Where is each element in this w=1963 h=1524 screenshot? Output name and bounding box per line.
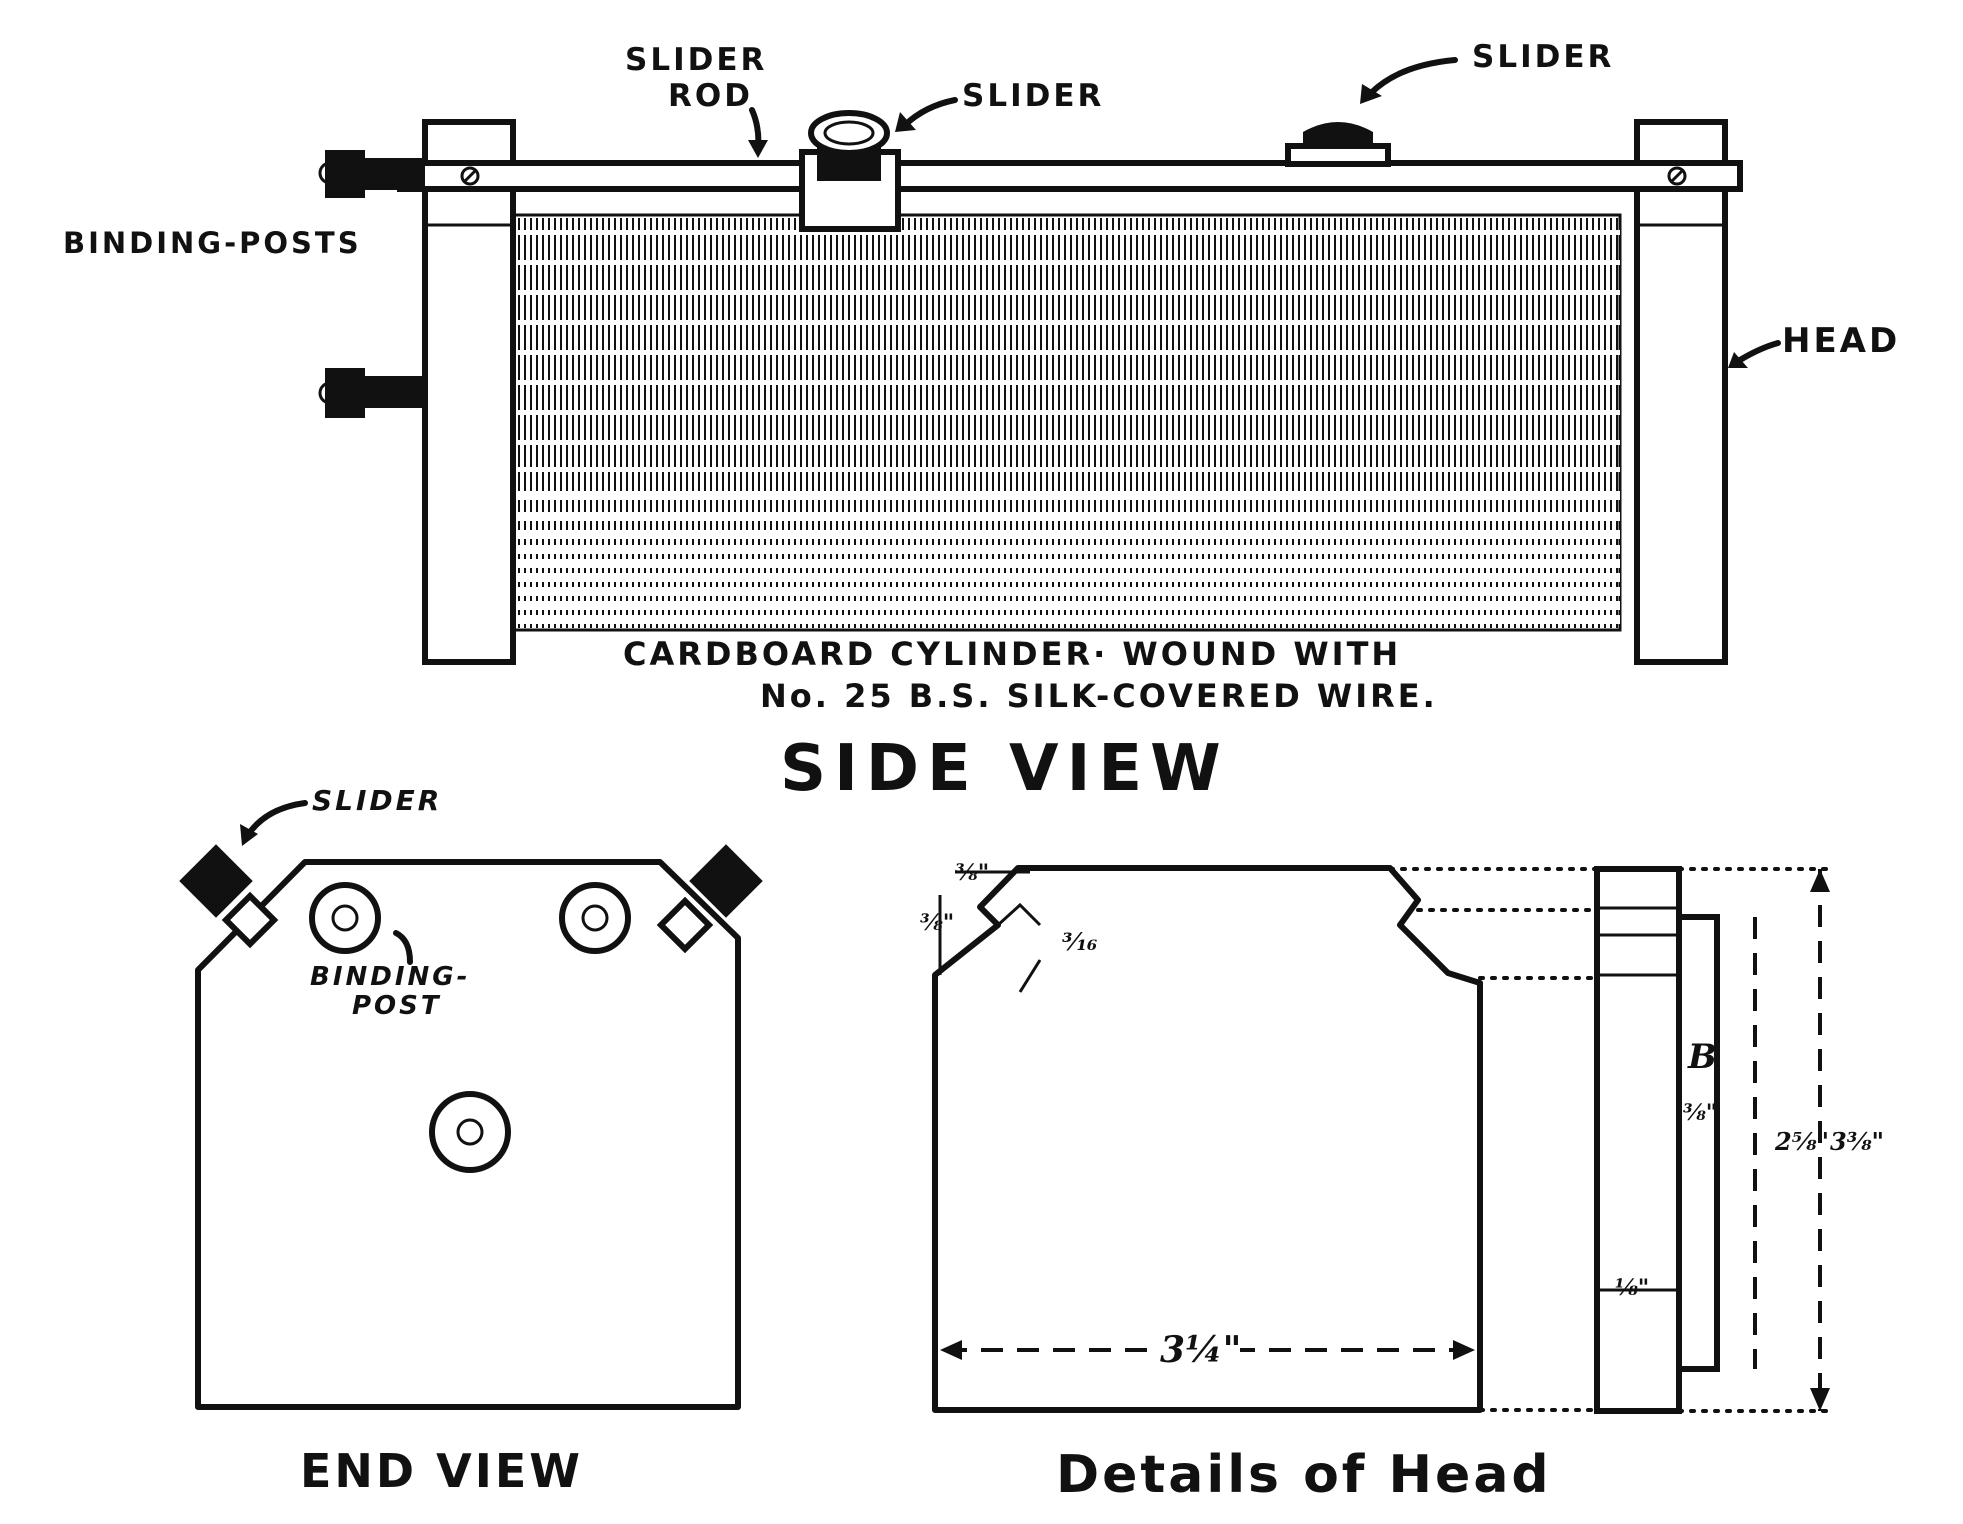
slider-middle-arrow xyxy=(902,97,958,128)
rod-screw-right-slot xyxy=(1669,168,1685,184)
wire-coil xyxy=(508,213,1622,632)
slider-middle-arrowhead xyxy=(895,112,916,132)
right-slider-base xyxy=(1285,143,1391,167)
caption-line-1: CARDBOARD CYLINDER· WOUND WITH xyxy=(623,635,1401,673)
label-binding-posts: BINDING-POSTS xyxy=(63,226,362,260)
notch-left xyxy=(996,902,1042,927)
end-view-title: END VIEW xyxy=(300,1444,583,1498)
head-arrow xyxy=(1737,340,1781,363)
right-head xyxy=(1634,119,1728,665)
head-outline xyxy=(932,865,1483,1413)
coil-highlight xyxy=(513,545,1620,554)
dim-rabbet: ⅜" xyxy=(1683,1100,1717,1126)
end-binding-post-right-outer xyxy=(559,882,631,954)
coil-highlight xyxy=(513,320,1620,325)
coil-highlight xyxy=(513,601,1620,610)
width-dim-arrow-left xyxy=(940,1340,962,1360)
head-details-title: Details of Head xyxy=(1056,1445,1552,1505)
width-dim-gap xyxy=(1150,1325,1240,1373)
coil-highlight xyxy=(513,587,1620,596)
coil-highlight xyxy=(513,467,1620,472)
end-slider-arrowhead xyxy=(240,824,258,846)
label-slider-right: SLIDER xyxy=(1472,39,1614,75)
end-view: SLIDER BINDING- POST END VIEW xyxy=(179,784,763,1498)
end-slider-right xyxy=(656,844,763,954)
middle-slider-knob-top xyxy=(808,110,890,156)
middle-slider-knob-inner xyxy=(823,120,875,146)
coil-highlight xyxy=(513,350,1620,355)
total-height-arrow-top xyxy=(1810,869,1830,892)
side-view: SLIDER ROD SLIDER SLIDER BINDING-POSTS H… xyxy=(63,39,1900,806)
left-head xyxy=(422,119,516,665)
end-slider-left xyxy=(179,844,279,949)
head-arrowhead xyxy=(1728,352,1748,368)
dim-notch-width: ³⁄₁₆ xyxy=(1062,927,1098,956)
dim-notch-spacing: ⅜" xyxy=(920,910,954,936)
coil-highlight xyxy=(513,380,1620,385)
notch-width-arrow xyxy=(1018,959,1042,993)
end-label-binding-post-1: BINDING- xyxy=(310,962,470,992)
end-center-hole-inner xyxy=(456,1118,484,1146)
dim-thickness: ⅛" xyxy=(1615,1275,1649,1301)
binding-post-upper xyxy=(318,150,425,198)
middle-slider xyxy=(799,110,901,232)
coil-highlight xyxy=(513,530,1620,539)
end-binding-post-arrow xyxy=(393,930,413,965)
head-details: 3¼" ⅜" ⅜" ³⁄₁₆ B ⅜" ⅛" 2⅝" 3⅜" Details o… xyxy=(920,860,1884,1505)
coil-windings xyxy=(512,218,1620,628)
coil-highlight xyxy=(513,410,1620,415)
right-slider xyxy=(1285,122,1391,167)
label-head: HEAD xyxy=(1782,321,1900,361)
slider-right-arrow xyxy=(1369,57,1458,95)
label-slider-rod-2: ROD xyxy=(668,78,753,114)
slider-rod-arrowhead xyxy=(748,140,768,158)
end-label-binding-post-2: POST xyxy=(352,991,442,1021)
coil-highlight xyxy=(513,230,1620,235)
coil-highlight xyxy=(513,260,1620,265)
rod-screw-left xyxy=(460,166,480,186)
end-slider-arrow xyxy=(247,800,308,835)
head-side-rabbet xyxy=(1676,914,1720,1372)
total-height-arrow-bottom xyxy=(1810,1388,1830,1411)
coil-highlight xyxy=(513,559,1620,568)
label-slider-rod-1: SLIDER xyxy=(625,42,767,78)
dim-total-height: 3⅜" xyxy=(1830,1127,1884,1156)
slider-rod xyxy=(397,160,1743,192)
end-label-slider: SLIDER xyxy=(312,784,442,817)
rod-screw-right xyxy=(1667,166,1687,186)
rod-screw-left-slot xyxy=(462,168,478,184)
dim-width: 3¼" xyxy=(1160,1329,1241,1371)
end-binding-post-left-inner xyxy=(331,904,359,932)
end-binding-post-left-outer xyxy=(309,882,381,954)
part-label-b: B xyxy=(1687,1037,1717,1077)
caption-line-2: No. 25 B.S. SILK-COVERED WIRE. xyxy=(760,677,1438,715)
right-slider-knob xyxy=(1303,122,1373,146)
end-binding-post-right-inner xyxy=(581,904,609,932)
coil-highlight xyxy=(513,440,1620,445)
end-center-hole-outer xyxy=(429,1091,511,1173)
head-side-profile xyxy=(1594,866,1682,1414)
coil-highlight xyxy=(513,615,1620,624)
end-view-outline xyxy=(195,859,741,1410)
label-slider-middle: SLIDER xyxy=(962,78,1104,114)
slider-right-arrowhead xyxy=(1360,84,1382,104)
coil-highlight xyxy=(513,491,1620,500)
coil-highlight xyxy=(513,573,1620,582)
coil-highlight xyxy=(513,512,1620,521)
coil-highlight xyxy=(513,290,1620,295)
side-view-title: SIDE VIEW xyxy=(780,732,1229,806)
width-dim-arrow-right xyxy=(1453,1340,1475,1360)
binding-post-lower xyxy=(318,368,425,418)
